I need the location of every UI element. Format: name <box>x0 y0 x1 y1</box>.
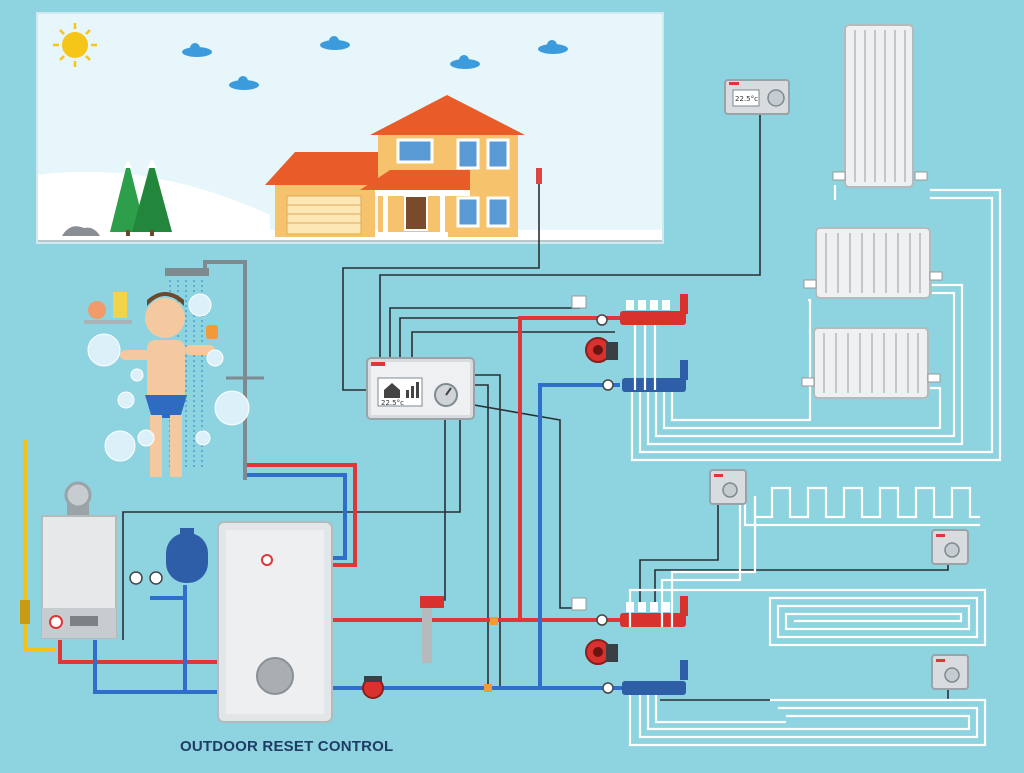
radiator-icon <box>803 227 943 299</box>
thermostat-icon: 22.5°c <box>724 79 790 115</box>
expansion-vessel-icon <box>166 528 208 583</box>
outdoor-reset-controller: 22.5°c <box>366 357 475 420</box>
pump-icon <box>585 337 618 363</box>
person <box>120 292 218 477</box>
control-wires <box>122 105 949 701</box>
cloud-icon <box>229 76 259 90</box>
gauges <box>596 314 614 694</box>
cloud-icon <box>320 36 350 50</box>
radiator-icon <box>801 327 941 399</box>
thermostat-icon <box>931 654 969 690</box>
soap-bubbles <box>87 293 250 462</box>
gas-pipe <box>23 440 55 652</box>
house-icon <box>265 95 525 237</box>
cloud-icon <box>182 43 212 57</box>
radiator-loops <box>630 185 1002 462</box>
hot-pipes <box>58 316 620 664</box>
zone-valve <box>571 597 587 611</box>
thermostat-icon <box>709 469 747 505</box>
tank-icon <box>217 521 333 723</box>
fitting <box>484 684 492 692</box>
fitting <box>490 617 498 625</box>
pressure-gauge <box>129 571 143 585</box>
cloud-icon <box>450 55 480 69</box>
gas-valve <box>20 600 30 624</box>
controller-readout: 22.5°c <box>381 399 404 407</box>
zone-valve <box>571 295 587 309</box>
manifold-icon <box>620 596 688 695</box>
thermostat-icon <box>931 529 969 565</box>
sun-icon <box>53 23 97 67</box>
tree-icon <box>110 158 172 236</box>
pressure-gauge <box>149 571 163 585</box>
diagram-caption: OUTDOOR RESET CONTROL <box>180 738 394 755</box>
mixing-valve-icon <box>420 596 444 663</box>
pump-icon <box>585 639 618 665</box>
outdoor-sensor-icon <box>536 168 542 184</box>
room-thermostat-readout: 22.5°c <box>735 95 758 103</box>
boiler-icon <box>41 481 117 639</box>
outdoor-scene <box>36 12 664 244</box>
underfloor-loops <box>628 486 987 747</box>
cloud-icon <box>538 40 568 54</box>
pump-icon <box>362 676 384 699</box>
rock <box>62 226 100 236</box>
radiator-icon <box>832 24 928 188</box>
